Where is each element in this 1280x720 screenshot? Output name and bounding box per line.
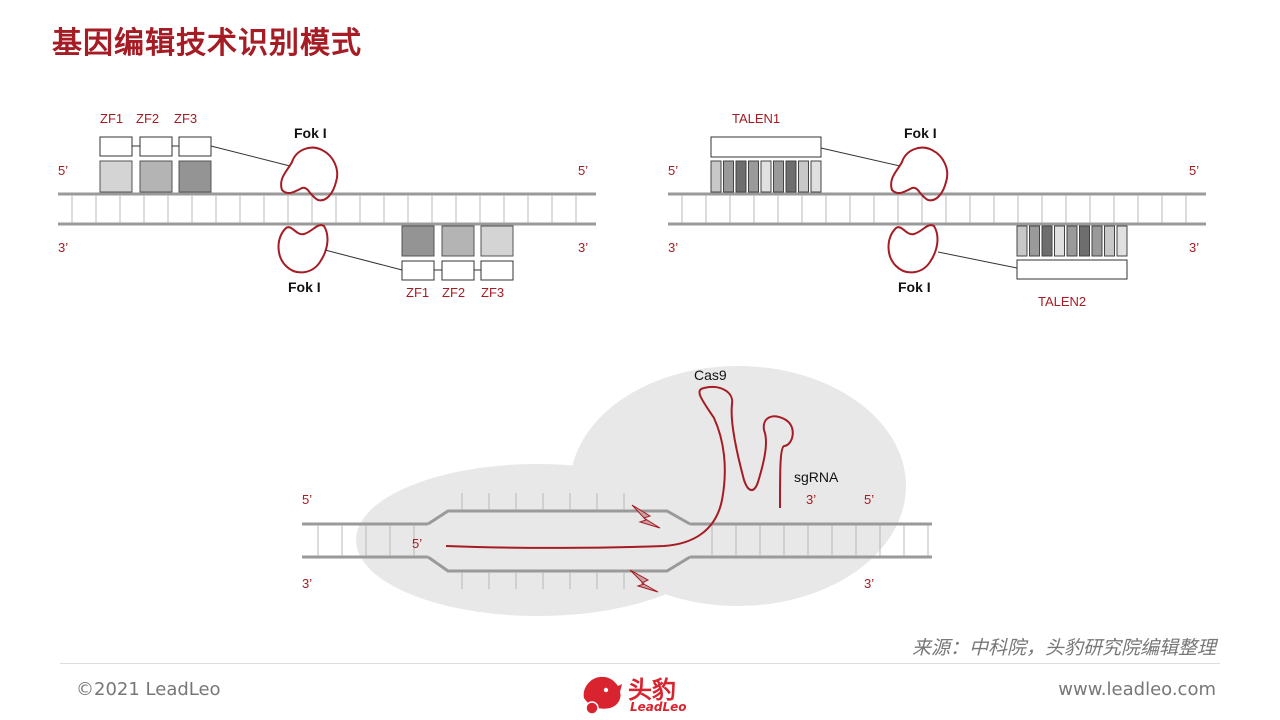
crispr-sgrna-5: 5’ xyxy=(412,536,422,551)
zfn-bottom-zf3-domain xyxy=(480,225,514,257)
logo-cn-text: 头豹 xyxy=(628,676,676,704)
tale-repeat-block xyxy=(1079,225,1090,257)
copyright-text: ©2021 LeadLeo xyxy=(76,679,221,700)
tale-repeat-block xyxy=(710,160,722,193)
zfn-panel: 5’ 5’ 3’ 3’ ZF1 ZF2 ZF3 Fok I Fok I ZF1 … xyxy=(58,111,596,300)
tale-repeat-block xyxy=(1041,225,1053,257)
crispr-panel: Cas9 sgRNA 5’ 3’ 5’ 3’ 5’ 3’ xyxy=(302,366,932,616)
tale-repeat-block xyxy=(1066,225,1078,257)
crispr-top-bubble-strand xyxy=(427,509,691,526)
page-title: 基因编辑技术识别模式 xyxy=(52,26,362,61)
crispr-base-pair-rungs xyxy=(317,493,929,589)
tale-repeat-block xyxy=(748,160,759,193)
talen2-repeat-domains xyxy=(1016,225,1128,257)
leadleo-logo: 头豹 LeadLeo xyxy=(578,666,708,718)
zfn-top-zf3-label: ZF3 xyxy=(174,111,197,126)
talen-bottom-fok-label: Fok I xyxy=(898,279,931,295)
source-note: 来源：中科院，头豹研究院编辑整理 xyxy=(911,637,1216,659)
crispr-top-right-5: 5’ xyxy=(864,492,874,507)
zfn-base-pair-rungs xyxy=(71,195,577,223)
talen-panel: 5’ 5’ 3’ 3’ TALEN1 Fok I Fok I TALEN2 xyxy=(668,111,1206,309)
talen1-repeat-domains xyxy=(710,160,822,193)
tale-repeat-block xyxy=(735,160,747,193)
crispr-bottom-right-3: 3’ xyxy=(864,576,874,591)
tale-repeat-block xyxy=(1054,225,1065,257)
talen-top-right-5: 5’ xyxy=(1189,163,1199,178)
talen-bottom-fok-shape xyxy=(887,224,939,274)
tale-repeat-block xyxy=(1091,225,1103,257)
zfn-top-fok-shape xyxy=(280,146,339,202)
zfn-bottom-fok-shape xyxy=(277,224,329,274)
talen2-box xyxy=(1016,259,1128,280)
tale-repeat-block xyxy=(1016,225,1028,257)
cas9-body-small xyxy=(356,464,720,616)
zfn-bottom-zf2-box xyxy=(441,260,475,281)
zfn-bottom-left-3: 3’ xyxy=(58,240,68,255)
website-link[interactable]: www.leadleo.com xyxy=(1058,679,1216,700)
sgrna-strand xyxy=(445,386,794,549)
zfn-top-right-5: 5’ xyxy=(578,163,588,178)
tale-repeat-block xyxy=(773,160,784,193)
footer-divider xyxy=(60,663,1220,664)
talen1-linker xyxy=(820,147,901,167)
logo-en-text: LeadLeo xyxy=(630,700,687,714)
talen-top-left-5: 5’ xyxy=(668,163,678,178)
talen2-linker xyxy=(937,251,1018,269)
zfn-top-fok-label: Fok I xyxy=(294,125,327,141)
zfn-bottom-zf3-label: ZF3 xyxy=(481,285,504,300)
tale-repeat-block xyxy=(1029,225,1040,257)
talen-bottom-right-3: 3’ xyxy=(1189,240,1199,255)
talen2-label: TALEN2 xyxy=(1038,294,1086,309)
tale-repeat-block xyxy=(1116,225,1128,257)
zfn-top-zf2-domain xyxy=(139,160,173,193)
crispr-sgrna-3: 3’ xyxy=(806,492,816,507)
talen-top-fok-shape xyxy=(890,146,949,202)
tale-repeat-block xyxy=(798,160,809,193)
zfn-top-left-5: 5’ xyxy=(58,163,68,178)
zfn-bottom-zf1-domain xyxy=(401,225,435,257)
talen-base-pair-rungs xyxy=(681,195,1187,223)
tale-repeat-block xyxy=(760,160,772,193)
leopard-logo-icon xyxy=(583,676,622,715)
zfn-top-zf3-domain xyxy=(178,160,212,193)
zfn-top-zf2-box xyxy=(139,136,173,157)
zfn-bottom-zf2-domain xyxy=(441,225,475,257)
zfn-bottom-linker xyxy=(324,249,403,271)
cut-mark-top-icon xyxy=(631,504,661,529)
zfn-top-linker xyxy=(210,145,291,167)
sgrna-label: sgRNA xyxy=(794,469,839,485)
zfn-top-zf1-box xyxy=(99,136,133,157)
zfn-bottom-zf3-box xyxy=(480,260,514,281)
crispr-bottom-left-3: 3’ xyxy=(302,576,312,591)
tale-repeat-block xyxy=(723,160,734,193)
zfn-bottom-fok-label: Fok I xyxy=(288,279,321,295)
talen-top-fok-label: Fok I xyxy=(904,125,937,141)
zfn-top-zf2-label: ZF2 xyxy=(136,111,159,126)
zfn-bottom-right-3: 3’ xyxy=(578,240,588,255)
zfn-top-zf3-box xyxy=(178,136,212,157)
zfn-top-zf1-label: ZF1 xyxy=(100,111,123,126)
talen1-box xyxy=(710,136,822,158)
crispr-top-left-5: 5’ xyxy=(302,492,312,507)
cas9-label: Cas9 xyxy=(694,367,727,383)
zfn-bottom-zf1-label: ZF1 xyxy=(406,285,429,300)
zfn-bottom-zf1-box xyxy=(401,260,435,281)
talen-bottom-left-3: 3’ xyxy=(668,240,678,255)
tale-repeat-block xyxy=(785,160,797,193)
talen1-label: TALEN1 xyxy=(732,111,780,126)
cut-mark-bottom-icon xyxy=(629,569,659,593)
tale-repeat-block xyxy=(1104,225,1115,257)
zfn-top-zf1-domain xyxy=(99,160,133,193)
crispr-bottom-bubble-strand xyxy=(427,555,691,573)
zfn-bottom-zf2-label: ZF2 xyxy=(442,285,465,300)
tale-repeat-block xyxy=(810,160,822,193)
